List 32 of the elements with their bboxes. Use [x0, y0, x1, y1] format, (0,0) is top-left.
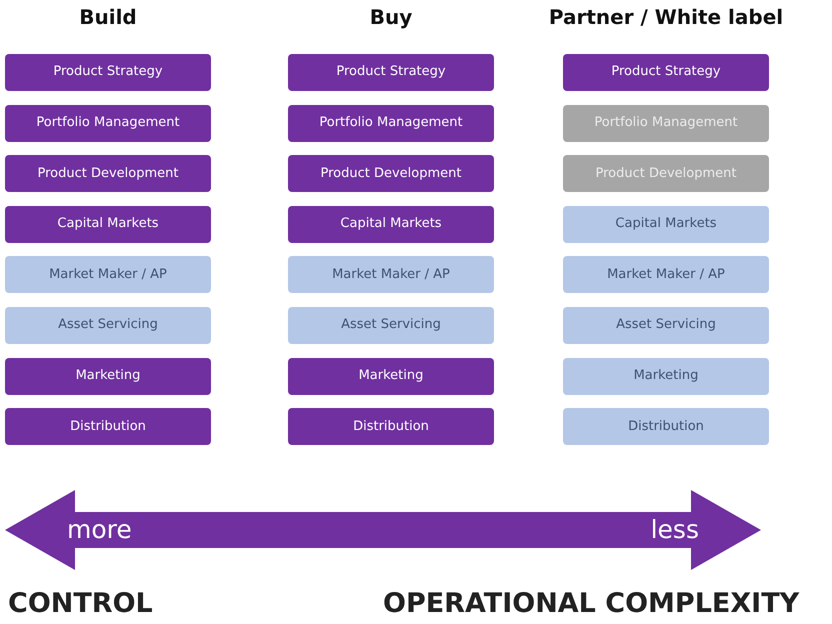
- column-heading: Partner / White label: [548, 5, 784, 29]
- process-box: Capital Markets: [288, 206, 494, 243]
- axis-caption: CONTROL: [8, 588, 153, 619]
- process-box: Distribution: [288, 408, 494, 446]
- arrow-label: more: [67, 514, 132, 546]
- process-box: Distribution: [563, 408, 769, 446]
- process-box: Market Maker / AP: [5, 256, 211, 294]
- double-arrow: [5, 490, 761, 570]
- process-box: Product Strategy: [288, 54, 494, 91]
- process-box: Product Strategy: [5, 54, 211, 91]
- process-box: Product Development: [5, 155, 211, 192]
- process-box: Distribution: [5, 408, 211, 446]
- process-box: Marketing: [5, 358, 211, 395]
- process-box: Portfolio Management: [5, 104, 211, 142]
- process-box: Product Strategy: [563, 54, 769, 91]
- process-box: Market Maker / AP: [563, 256, 769, 294]
- process-box: Asset Servicing: [563, 307, 769, 344]
- arrow-label: less: [650, 514, 699, 546]
- process-box: Marketing: [288, 358, 494, 395]
- process-box: Marketing: [563, 358, 769, 395]
- process-box: Portfolio Management: [288, 104, 494, 142]
- process-box: Product Development: [563, 155, 769, 192]
- column-heading: Buy: [370, 5, 412, 29]
- axis-caption: OPERATIONAL COMPLEXITY: [383, 588, 800, 619]
- process-box: Asset Servicing: [5, 307, 211, 344]
- process-box: Asset Servicing: [288, 307, 494, 344]
- process-box: Market Maker / AP: [288, 256, 494, 294]
- process-box: Capital Markets: [5, 206, 211, 243]
- process-box: Product Development: [288, 155, 494, 192]
- process-box: Portfolio Management: [563, 104, 769, 142]
- process-box: Capital Markets: [563, 206, 769, 243]
- column-heading: Build: [79, 5, 137, 29]
